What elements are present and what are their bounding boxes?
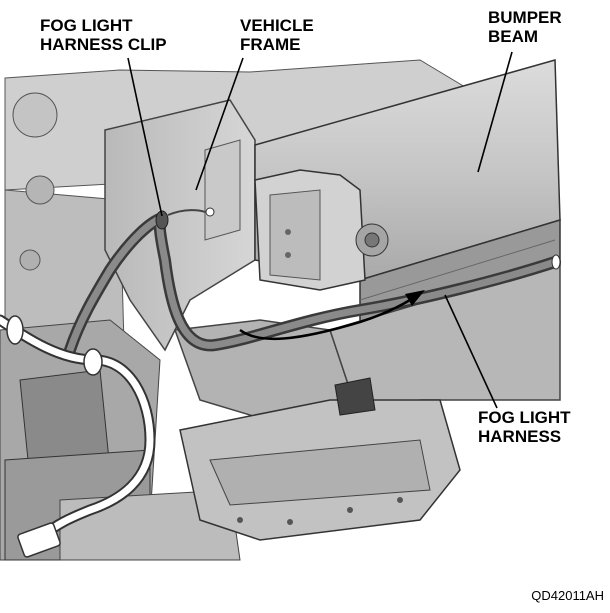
label-line: FOG LIGHT <box>40 16 133 35</box>
mounting-bracket <box>254 169 389 291</box>
routing-arrow <box>239 290 425 341</box>
label-fog-light-harness-clip: FOG LIGHT HARNESS CLIP <box>40 16 167 54</box>
leader-bumper-beam <box>477 51 513 173</box>
figure-code: QD42011AH <box>531 588 604 603</box>
label-line: BEAM <box>488 27 539 46</box>
leader-lines <box>127 51 513 409</box>
existing-white-harness <box>0 314 156 558</box>
label-vehicle-frame: VEHICLE FRAME <box>240 16 314 54</box>
leader-fog-light-harness-clip <box>127 57 163 217</box>
label-line: BUMPER <box>488 8 562 27</box>
label-line: HARNESS CLIP <box>40 35 167 54</box>
fog-light-harness <box>64 212 561 356</box>
lower-bracket <box>179 377 461 541</box>
label-fog-light-harness: FOG LIGHT HARNESS <box>478 408 571 446</box>
label-line: FOG LIGHT <box>478 408 571 427</box>
label-line: HARNESS <box>478 427 562 446</box>
label-line: FRAME <box>240 35 301 54</box>
label-bumper-beam: BUMPER BEAM <box>488 8 562 46</box>
leader-fog-light-harness <box>444 294 498 409</box>
harness-clip <box>155 209 206 230</box>
label-line: VEHICLE <box>240 16 314 35</box>
leader-vehicle-frame <box>195 57 244 191</box>
